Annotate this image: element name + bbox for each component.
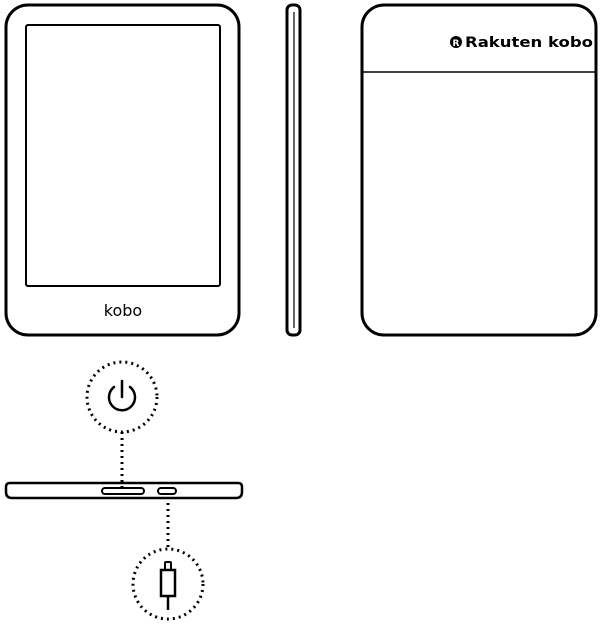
side-view bbox=[285, 3, 302, 337]
back-view: R Rakuten kobo bbox=[360, 3, 598, 337]
usb-port-slot bbox=[157, 487, 177, 495]
front-logo-text: kobo bbox=[104, 301, 142, 320]
front-screen bbox=[25, 24, 221, 287]
usb-callout-circle bbox=[131, 547, 205, 621]
front-view: kobo bbox=[4, 3, 241, 337]
power-button-slot bbox=[101, 487, 145, 495]
power-callout bbox=[85, 360, 159, 487]
front-device-body bbox=[4, 3, 241, 337]
bottom-device-body bbox=[4, 481, 244, 500]
rakuten-r-letter: R bbox=[453, 39, 460, 49]
back-device-body bbox=[360, 3, 598, 337]
power-icon bbox=[107, 379, 137, 412]
usb-callout bbox=[131, 497, 205, 621]
back-brand-text: Rakuten kobo bbox=[465, 35, 593, 51]
usb-c-connector-icon bbox=[159, 561, 177, 610]
power-callout-circle bbox=[85, 360, 159, 434]
bottom-edge-view bbox=[4, 481, 244, 500]
side-device-body bbox=[285, 3, 302, 337]
rakuten-r-badge bbox=[450, 36, 462, 48]
